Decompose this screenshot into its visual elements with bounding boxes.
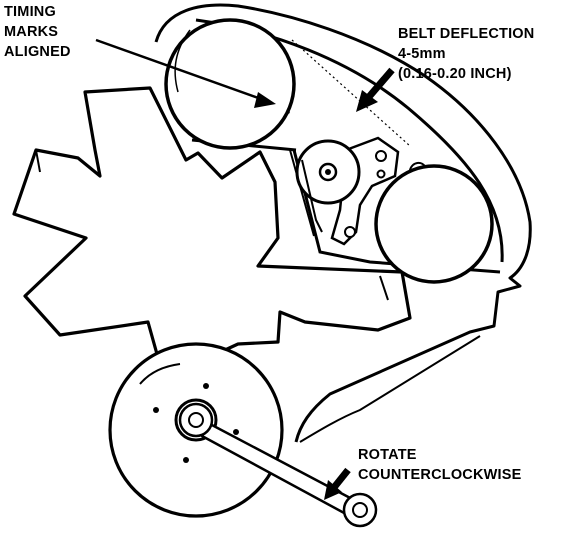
- timing-marks-arrow: [95, 38, 276, 108]
- wrench: [178, 402, 378, 528]
- timing-belt-cover: [154, 3, 532, 443]
- timing-marks-label-line1: TIMING: [4, 4, 56, 20]
- fan-blades: [12, 86, 412, 394]
- cooling-fan: [12, 86, 412, 394]
- belt-deflection-label-line2: 4-5mm: [398, 46, 446, 62]
- timing-marks-label-line2: MARKS: [4, 24, 58, 40]
- belt-deflection-arrow: [356, 67, 395, 112]
- rotate-arrow: [324, 467, 351, 500]
- belt-tensioner: [295, 136, 428, 246]
- timing-mark-dot: [286, 110, 290, 114]
- belt-deflection-label-line3: (0.16-0.20 INCH): [398, 66, 512, 82]
- rotate-label-line1: ROTATE: [358, 447, 417, 463]
- cover-outline: [154, 3, 532, 443]
- timing-marks-label-line3: ALIGNED: [4, 44, 71, 60]
- belt-deflection-label-line1: BELT DEFLECTION: [398, 26, 534, 42]
- idler-pulley: [374, 164, 494, 284]
- belt-deflection-line: [291, 39, 411, 147]
- rotate-label-line2: COUNTERCLOCKWISE: [358, 467, 522, 483]
- camshaft-sprocket: [164, 18, 296, 150]
